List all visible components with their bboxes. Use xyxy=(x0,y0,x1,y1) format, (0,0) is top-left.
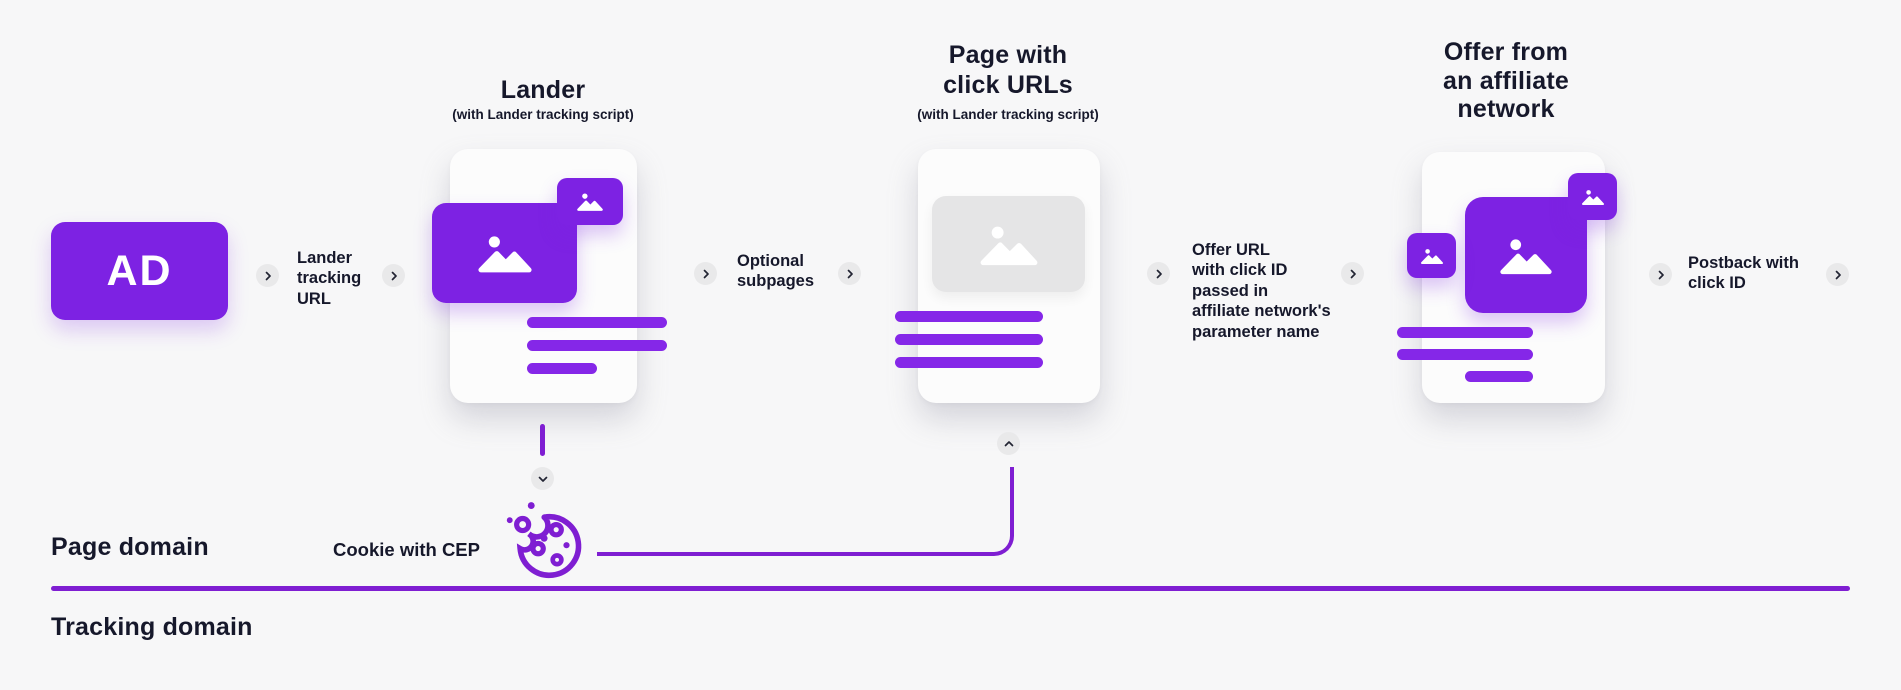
lander-to-cookie-line xyxy=(540,424,545,456)
chevron-right-icon xyxy=(1350,269,1356,278)
image-placeholder-icon xyxy=(1581,189,1604,205)
ad-label: AD xyxy=(106,246,173,295)
lander-main-image-placeholder xyxy=(432,203,577,303)
offer-text-line xyxy=(1397,327,1533,338)
lander-subtitle: (with Lander tracking script) xyxy=(452,107,634,122)
click-page-text-line xyxy=(895,357,1043,368)
ad-node: AD xyxy=(51,222,228,320)
domain-divider-line xyxy=(51,586,1850,591)
lander-small-image-placeholder xyxy=(557,178,623,225)
chevron-right-icon xyxy=(391,271,397,280)
click-page-title: Page with click URLs xyxy=(943,41,1073,99)
cookie-label: Cookie with CEP xyxy=(333,539,480,560)
lander-title: Lander xyxy=(500,76,586,104)
lander-text-line xyxy=(527,317,667,328)
flow-arrow-6 xyxy=(1341,262,1364,285)
offer-small-image-placeholder-left xyxy=(1407,233,1456,278)
page-domain-heading: Page domain xyxy=(51,533,209,561)
offer-text-line xyxy=(1465,371,1533,382)
lander-text-line xyxy=(527,340,667,351)
offer-title: Offer from an affiliate network xyxy=(1442,38,1570,123)
image-placeholder-icon xyxy=(1420,248,1443,264)
image-placeholder-icon xyxy=(1500,238,1552,274)
offer-small-image-placeholder-top xyxy=(1568,173,1617,220)
cookie-to-page-connector xyxy=(597,467,1014,556)
cookie-return-arrow xyxy=(997,432,1020,455)
click-page-text-line xyxy=(895,311,1043,322)
label-optional-subpages: Optional subpages xyxy=(737,252,815,291)
click-page-image-placeholder xyxy=(932,196,1085,292)
flow-arrow-2 xyxy=(382,264,405,287)
chevron-right-icon xyxy=(847,269,853,278)
cookie-drop-arrow xyxy=(531,467,554,490)
offer-text-line xyxy=(1397,349,1533,360)
click-page-subtitle: (with Lander tracking script) xyxy=(917,107,1099,122)
flow-arrow-4 xyxy=(838,262,861,285)
flow-arrow-8 xyxy=(1826,263,1849,286)
chevron-up-icon xyxy=(1004,440,1013,446)
chevron-right-icon xyxy=(265,271,271,280)
lander-text-line xyxy=(527,363,597,374)
chevron-right-icon xyxy=(1658,270,1664,279)
cookie-icon xyxy=(506,502,582,579)
offer-main-image-placeholder xyxy=(1465,197,1587,313)
tracking-domain-heading: Tracking domain xyxy=(51,613,253,641)
image-placeholder-icon xyxy=(980,226,1037,265)
label-lander-tracking-url: Lander tracking URL xyxy=(297,249,362,308)
chevron-right-icon xyxy=(703,269,709,278)
chevron-down-icon xyxy=(538,476,547,482)
chevron-right-icon xyxy=(1835,270,1841,279)
flow-arrow-3 xyxy=(694,262,717,285)
flow-arrow-1 xyxy=(256,264,279,287)
click-page-text-line xyxy=(895,334,1043,345)
flow-arrow-5 xyxy=(1147,262,1170,285)
image-placeholder-icon xyxy=(577,193,603,211)
label-offer-url: Offer URL with click ID passed in affili… xyxy=(1192,241,1331,341)
image-placeholder-icon xyxy=(477,236,532,273)
flow-arrow-7 xyxy=(1649,263,1672,286)
label-postback: Postback with click ID xyxy=(1688,254,1799,293)
chevron-right-icon xyxy=(1156,269,1162,278)
